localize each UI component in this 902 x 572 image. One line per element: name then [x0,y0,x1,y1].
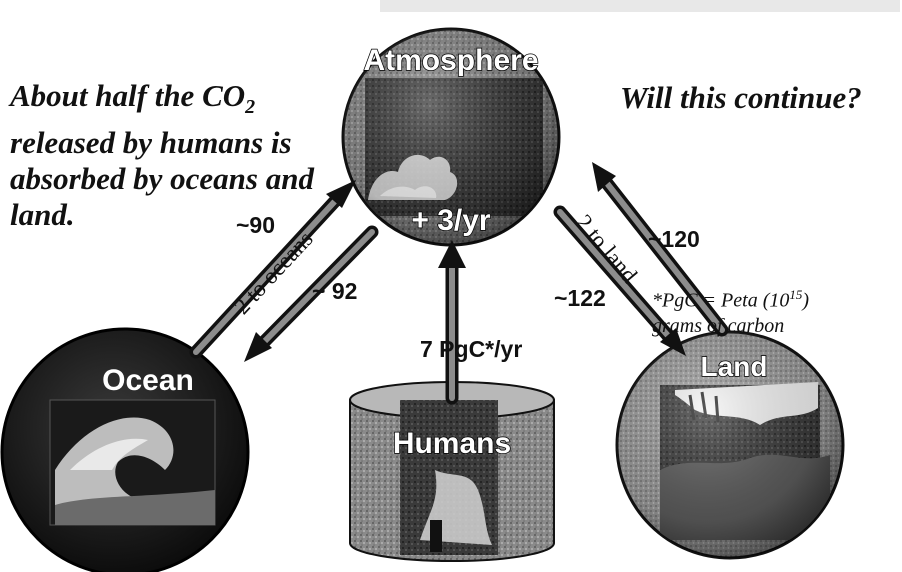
arrow-humans-to-atmosphere [438,240,466,398]
humans-label: Humans [393,427,511,460]
footnote-close-paren: ) [802,290,809,312]
flow-ocean-to-atmosphere-label: ~90 [236,212,275,239]
humans-node [350,382,554,561]
atmosphere-label: Atmosphere [363,44,538,77]
smokestack-icon [430,520,442,552]
ocean-label: Ocean [102,364,194,397]
footnote-exponent: 15 [789,287,802,302]
footnote-line1: *PgC = Peta (10 [652,290,789,312]
footnote-line2: grams of carbon [652,315,784,337]
flow-land-to-atmosphere-label: ~120 [648,226,700,253]
note-left-line1: About half the CO [10,78,245,113]
atmosphere-rate-label: + 3/yr [411,204,491,237]
pgc-footnote: *PgC = Peta (1015) grams of carbon [652,282,902,339]
scan-artifact [380,0,900,12]
flow-atmosphere-to-land-label: ~122 [554,285,606,312]
note-half-absorbed: About half the CO2 released by humans is… [10,78,350,233]
flow-atmosphere-to-ocean-label: ~ 92 [312,278,357,305]
land-label: Land [701,351,768,382]
co2-subscript: 2 [245,96,255,118]
flow-human-emission-label: 7 PgC*/yr [420,336,522,363]
note-will-continue: Will this continue? [620,80,862,116]
